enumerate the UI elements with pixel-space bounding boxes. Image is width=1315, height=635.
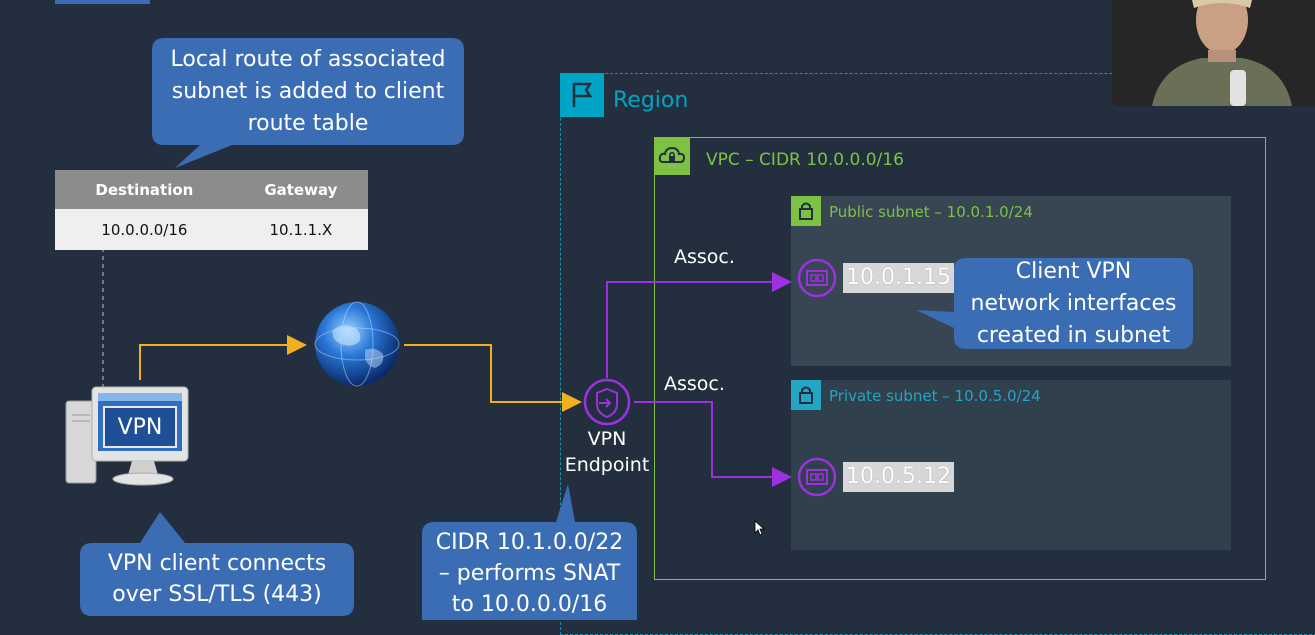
public-eni-ip: 10.0.1.15 xyxy=(843,263,954,293)
desktop-computer-icon xyxy=(62,385,192,494)
vpc-container xyxy=(654,137,1266,580)
vpn-endpoint-label-line1: VPN xyxy=(587,428,627,450)
cidr-callout-shape xyxy=(422,484,637,620)
header-underline xyxy=(55,0,150,4)
route-table-header-destination: Destination xyxy=(55,170,234,209)
region-title: Region xyxy=(613,88,689,113)
route-callout-shape xyxy=(152,38,464,168)
mouse-cursor-icon xyxy=(754,520,766,540)
route-destination: 10.0.0.0/16 xyxy=(55,209,234,250)
connection-lines xyxy=(102,248,792,487)
network-interface-icon xyxy=(797,457,837,501)
eni-callout-text: Client VPN network interfaces created in… xyxy=(970,259,1177,348)
table-row: 10.0.0.0/16 10.1.1.X xyxy=(55,209,368,250)
vpc-title: VPC – CIDR 10.0.0.0/16 xyxy=(706,150,904,170)
presenter-webcam xyxy=(1112,0,1315,106)
private-subnet-title: Private subnet – 10.0.5.0/24 xyxy=(829,387,1041,405)
route-table-header: Destination Gateway xyxy=(55,170,368,209)
route-table: Destination Gateway 10.0.0.0/16 10.1.1.X xyxy=(55,170,368,250)
assoc-private-line xyxy=(634,401,792,487)
cloud-lock-icon xyxy=(654,137,690,175)
client-to-internet-line xyxy=(139,335,307,380)
route-table-header-gateway: Gateway xyxy=(233,170,368,209)
eni-callout-shape xyxy=(916,258,1193,349)
internet-to-endpoint-line xyxy=(404,344,582,412)
client-callout-shape xyxy=(80,512,354,616)
vpn-endpoint-label-line2: Endpoint xyxy=(564,454,650,476)
route-callout-text: Local route of associated subnet is adde… xyxy=(170,47,446,136)
vpn-endpoint-icon xyxy=(582,377,632,431)
lock-icon xyxy=(791,380,821,410)
route-gateway: 10.1.1.X xyxy=(233,209,368,250)
private-eni-ip: 10.0.5.12 xyxy=(843,462,954,492)
cidr-callout-text: CIDR 10.1.0.0/22 – performs SNAT to 10.0… xyxy=(435,530,624,617)
network-interface-icon xyxy=(797,258,837,302)
assoc-label-private: Assoc. xyxy=(664,373,725,395)
flag-icon xyxy=(560,73,604,117)
assoc-public-line xyxy=(606,272,792,378)
client-callout-text: VPN client connects over SSL/TLS (443) xyxy=(107,551,327,607)
public-subnet-title: Public subnet – 10.0.1.0/24 xyxy=(829,203,1033,221)
assoc-label-public: Assoc. xyxy=(674,246,735,268)
lock-icon xyxy=(791,196,821,226)
client-screen-label: VPN xyxy=(117,415,163,440)
globe-icon xyxy=(313,300,401,392)
